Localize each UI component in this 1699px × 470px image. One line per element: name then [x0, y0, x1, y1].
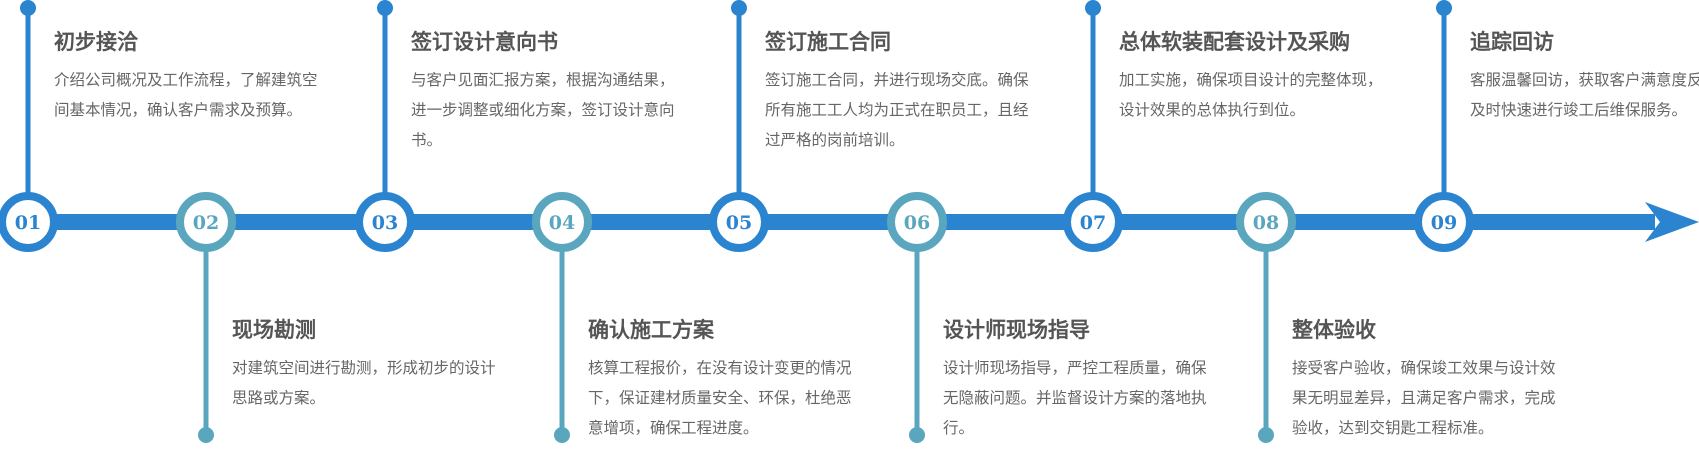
step-01-node [0, 192, 58, 252]
step-05-node [709, 192, 769, 252]
step-08-number: 08 [1253, 212, 1279, 234]
step-09-number: 09 [1431, 212, 1457, 234]
step-03-description: 与客户见面汇报方案，根据沟通结果，进一步调整或细化方案，签订设计意向书。 [411, 71, 675, 149]
step-04-number: 04 [549, 212, 575, 234]
step-08-title: 整体验收 [1292, 318, 1376, 342]
step-09-title: 追踪回访 [1470, 30, 1554, 54]
step-03-number: 03 [372, 212, 398, 234]
step-07-node [1063, 192, 1123, 252]
step-04-text: 确认施工方案核算工程报价，在没有设计变更的情况下，保证建材质量安全、环保，杜绝恶… [588, 314, 858, 443]
step-01-end-dot [20, 0, 36, 16]
step-04-title: 确认施工方案 [588, 318, 714, 342]
step-08-description: 接受客户验收，确保竣工效果与设计效果无明显差异，且满足客户需求，完成验收，达到交… [1292, 359, 1556, 437]
step-08-end-dot [1258, 427, 1274, 443]
step-04-description: 核算工程报价，在没有设计变更的情况下，保证建材质量安全、环保，杜绝恶意增项，确保… [588, 359, 852, 437]
timeline-axis [0, 214, 1655, 230]
step-06-end-dot [909, 427, 925, 443]
step-06-description: 设计师现场指导，严控工程质量，确保无隐蔽问题。并监督设计方案的落地执行。 [943, 359, 1207, 437]
step-06-number: 06 [904, 212, 930, 234]
step-07-description: 加工实施，确保项目设计的完整体现，设计效果的总体执行到位。 [1119, 71, 1383, 119]
step-09-node [1414, 192, 1474, 252]
step-07-number: 07 [1080, 212, 1106, 234]
step-01-title: 初步接洽 [54, 30, 138, 54]
step-01-text: 初步接洽介绍公司概况及工作流程，了解建筑空间基本情况，确认客户需求及预算。 [54, 26, 324, 125]
step-06-text: 设计师现场指导设计师现场指导，严控工程质量，确保无隐蔽问题。并监督设计方案的落地… [943, 314, 1213, 443]
step-05-title: 签订施工合同 [765, 30, 891, 54]
step-02-title: 现场勘测 [232, 318, 316, 342]
step-07-end-dot [1085, 0, 1101, 16]
step-06-node [887, 192, 947, 252]
step-02-number: 02 [193, 212, 219, 234]
step-02-end-dot [198, 427, 214, 443]
step-04-node [532, 192, 592, 252]
step-02-node [176, 192, 236, 252]
step-07-text: 总体软装配套设计及采购加工实施，确保项目设计的完整体现，设计效果的总体执行到位。 [1119, 26, 1389, 125]
step-09-end-dot [1436, 0, 1452, 16]
step-04-end-dot [554, 427, 570, 443]
step-08-text: 整体验收接受客户验收，确保竣工效果与设计效果无明显差异，且满足客户需求，完成验收… [1292, 314, 1562, 443]
step-06-title: 设计师现场指导 [943, 318, 1090, 342]
step-03-end-dot [377, 0, 393, 16]
step-02-description: 对建筑空间进行勘测，形成初步的设计思路或方案。 [232, 359, 496, 407]
step-03-node [355, 192, 415, 252]
timeline-arrowhead [1645, 202, 1699, 242]
step-05-description: 签订施工合同，并进行现场交底。确保所有施工工人均为正式在职员工，且经过严格的岗前… [765, 71, 1029, 149]
step-03-text: 签订设计意向书与客户见面汇报方案，根据沟通结果，进一步调整或细化方案，签订设计意… [411, 26, 681, 155]
step-05-end-dot [731, 0, 747, 16]
step-08-node [1236, 192, 1296, 252]
step-05-number: 05 [726, 212, 752, 234]
step-07-title: 总体软装配套设计及采购 [1119, 30, 1350, 54]
step-02-text: 现场勘测对建筑空间进行勘测，形成初步的设计思路或方案。 [232, 314, 502, 413]
step-01-description: 介绍公司概况及工作流程，了解建筑空间基本情况，确认客户需求及预算。 [54, 71, 318, 119]
step-03-title: 签订设计意向书 [411, 30, 558, 54]
step-05-text: 签订施工合同签订施工合同，并进行现场交底。确保所有施工工人均为正式在职员工，且经… [765, 26, 1035, 155]
step-01-number: 01 [15, 212, 41, 234]
step-09-description: 客服温馨回访，获取客户满意度反馈，及时快速进行竣工后维保服务。 [1470, 71, 1699, 119]
